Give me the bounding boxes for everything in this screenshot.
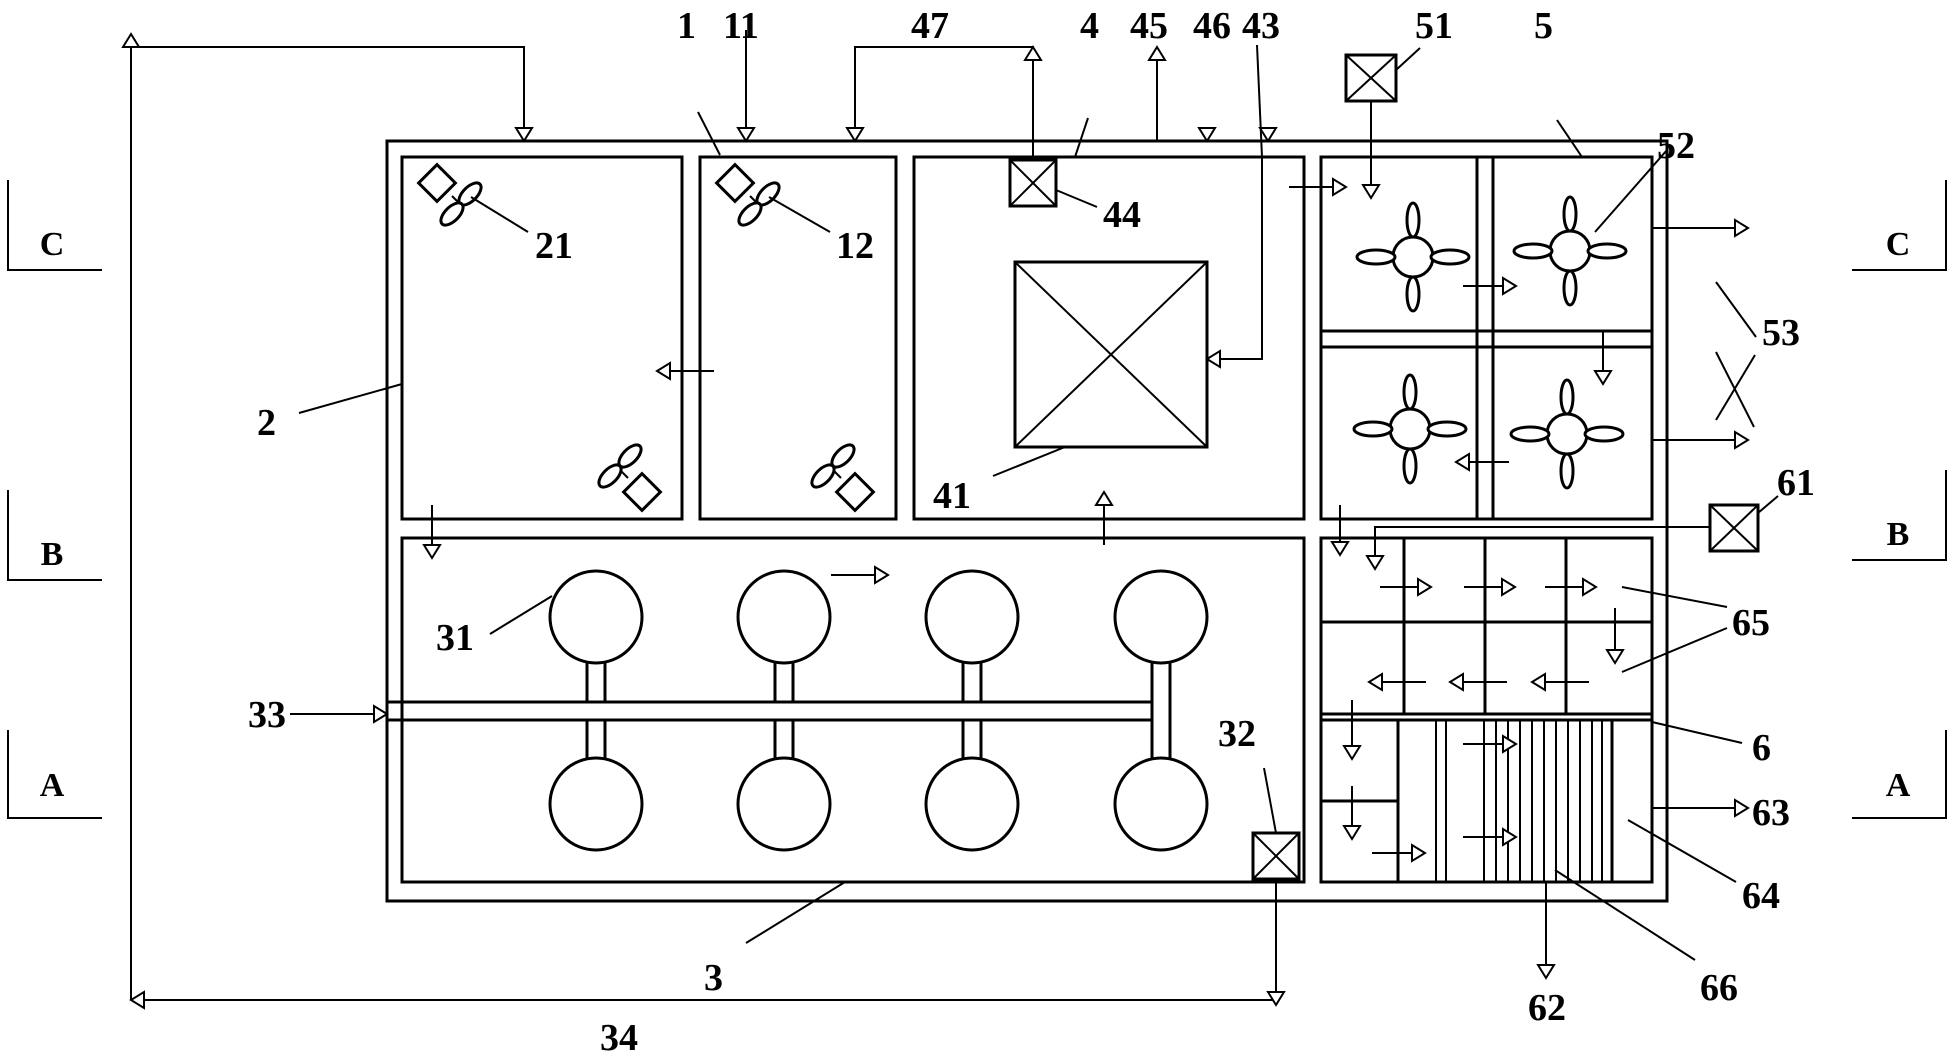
arrow-heads	[121, 32, 1750, 1010]
label-51: 51	[1415, 5, 1453, 47]
mixer-12	[714, 162, 781, 227]
unit-61	[1708, 503, 1760, 553]
section-a-right: A	[1886, 767, 1911, 804]
unit-44	[1008, 158, 1058, 208]
section-b-right: B	[1887, 516, 1910, 553]
sphere-31	[548, 569, 1209, 852]
label-1: 1	[677, 5, 696, 47]
risers	[585, 663, 1172, 760]
label-2: 2	[257, 402, 276, 444]
label-63: 63	[1752, 792, 1790, 834]
label-44: 44	[1103, 194, 1141, 236]
mixer-12-b	[810, 443, 876, 513]
aerator-52-c	[1352, 373, 1468, 485]
label-32: 32	[1218, 713, 1256, 755]
label-12: 12	[836, 225, 874, 267]
label-52: 52	[1657, 125, 1695, 167]
feed-61	[1374, 526, 1710, 556]
pipe-47	[854, 46, 1034, 160]
label-3: 3	[704, 957, 723, 999]
label-11: 11	[723, 5, 759, 47]
label-61: 61	[1777, 462, 1815, 504]
label-21: 21	[535, 225, 573, 267]
outer-tank	[385, 139, 1669, 903]
section-b-left: B	[41, 536, 64, 573]
flow-arrows	[431, 128, 1616, 854]
label-41: 41	[933, 475, 971, 517]
filter-media-66	[1435, 720, 1603, 882]
label-62: 62	[1528, 987, 1566, 1029]
label-4: 4	[1080, 5, 1099, 47]
label-6: 6	[1752, 727, 1771, 769]
label-5: 5	[1534, 5, 1553, 47]
section-a-left: A	[40, 767, 65, 804]
mixer-21-b	[597, 443, 663, 513]
aerator-52	[1355, 201, 1471, 313]
leader-lines	[298, 44, 1779, 961]
label-66: 66	[1700, 967, 1738, 1009]
label-47: 47	[911, 5, 949, 47]
pipe-33	[387, 700, 1152, 722]
unit-32	[1251, 831, 1301, 881]
label-65: 65	[1732, 602, 1770, 644]
aerator-52-d	[1509, 378, 1625, 490]
unit-51	[1344, 53, 1398, 103]
section-c-right: C	[1886, 226, 1911, 263]
pipe-43	[1079, 156, 1263, 360]
aerator-52-b	[1512, 195, 1628, 307]
label-64: 64	[1742, 875, 1780, 917]
tank-3	[400, 536, 1306, 884]
label-34: 34	[600, 1017, 638, 1056]
section-markers	[7, 180, 1947, 819]
label-33: 33	[248, 694, 286, 736]
label-31: 31	[436, 617, 474, 659]
tank-2	[400, 155, 684, 521]
tank-5	[1319, 155, 1654, 521]
mixer-21	[416, 162, 483, 227]
label-46: 46	[1193, 5, 1231, 47]
label-43: 43	[1242, 5, 1280, 47]
label-45: 45	[1130, 5, 1168, 47]
tank-1	[698, 155, 898, 521]
reactor-41	[1013, 260, 1209, 449]
section-c-left: C	[40, 226, 65, 263]
label-53: 53	[1762, 312, 1800, 354]
